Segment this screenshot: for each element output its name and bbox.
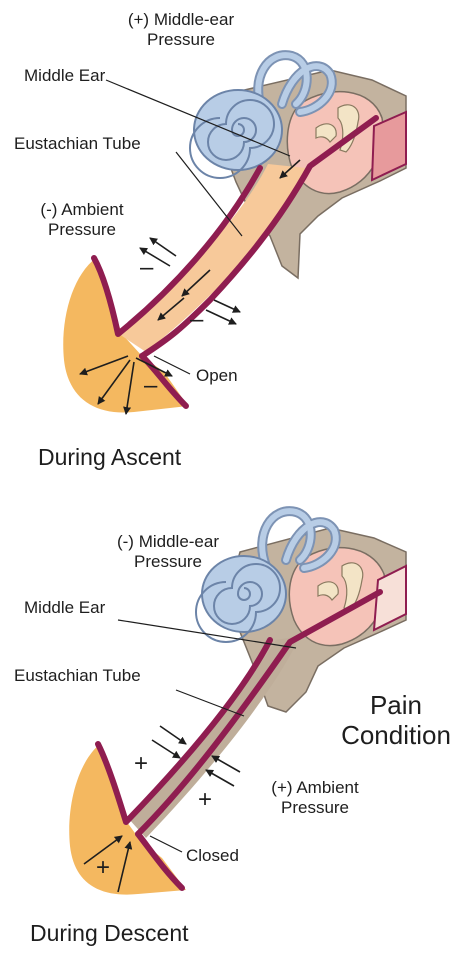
descent-ambient-pressure-line1: (+) Ambient	[271, 778, 359, 797]
ascent-minus-sign-right: –	[190, 306, 204, 333]
ascent-ear-canal	[370, 110, 407, 182]
descent-plus-sign-right: +	[198, 786, 213, 813]
ascent-cochlea	[189, 89, 283, 179]
descent-ambient-pressure-line2: Pressure	[280, 798, 350, 817]
descent-caption: During Descent	[30, 920, 189, 946]
ascent-middle-ear-pressure-line2: Pressure	[146, 30, 216, 49]
descent-middle-ear-label: Middle Ear	[24, 598, 106, 617]
descent-tube-walls	[95, 589, 383, 891]
ascent-outward-arrows	[139, 237, 241, 325]
ascent-middle-ear-pressure-label: (+) Middle-ear Pressure	[110, 10, 252, 50]
pain-condition-label: Pain Condition	[328, 690, 464, 750]
ascent-caption: During Ascent	[38, 444, 182, 470]
ascent-middle-ear-label: Middle Ear	[24, 66, 106, 85]
ascent-eustachian-tube	[116, 164, 306, 352]
ascent-minus-sign-throat: –	[144, 372, 158, 399]
descent-plus-sign-throat: +	[96, 854, 111, 881]
ascent-eustachian-tube-label: Eustachian Tube	[14, 134, 141, 153]
descent-inward-arrows	[83, 725, 241, 893]
ascent-semicircular-canals-inner	[255, 52, 335, 115]
pain-condition-line2: Condition	[341, 720, 451, 750]
descent-ossicles	[317, 562, 364, 611]
descent-cochlea	[195, 555, 287, 643]
ascent-flow-arrows	[79, 159, 301, 415]
ascent-ambient-pressure-label: (-) Ambient Pressure	[22, 200, 142, 240]
descent-panel	[69, 506, 407, 895]
pain-condition-line1: Pain	[369, 690, 423, 720]
ascent-ambient-pressure-line1: (-) Ambient	[40, 200, 124, 219]
descent-ear-canal	[372, 564, 407, 632]
descent-middle-ear-pressure-line2: Pressure	[133, 552, 203, 571]
descent-semicircular-canals-inner	[259, 508, 339, 571]
descent-ambient-pressure-label: (+) Ambient Pressure	[250, 778, 380, 818]
ascent-tube-state-label: Open	[196, 366, 238, 385]
ascent-ambient-pressure-line2: Pressure	[47, 220, 117, 239]
descent-tube-state-label: Closed	[186, 846, 239, 865]
descent-middle-ear-pressure-label: (-) Middle-ear Pressure	[96, 532, 240, 572]
ascent-leader-lines	[105, 79, 291, 375]
descent-leader-lines	[117, 619, 297, 853]
ascent-panel	[63, 50, 407, 415]
descent-eustachian-tube-label: Eustachian Tube	[14, 666, 141, 685]
ascent-minus-sign-upper: –	[140, 254, 154, 281]
ascent-middle-ear-pressure-line1: (+) Middle-ear	[127, 10, 235, 29]
descent-middle-ear-pressure-line1: (-) Middle-ear	[116, 532, 220, 551]
descent-plus-sign-upper: +	[134, 750, 149, 777]
ascent-tube-walls	[91, 115, 379, 409]
